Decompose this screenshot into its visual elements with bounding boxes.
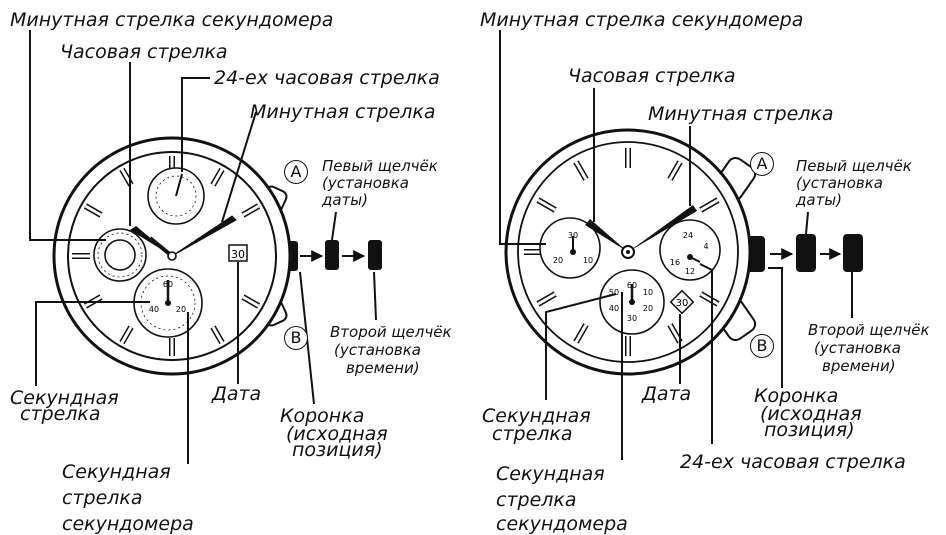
right-label-chrono-second-3: секундомера <box>496 514 628 534</box>
right-subdial-right-num-24: 24 <box>683 231 693 240</box>
left-label-chrono-second-2: стрелка <box>62 488 143 508</box>
right-subdial-right-num-4: 4 <box>703 242 708 251</box>
right-label-second-hand-2: стрелка <box>492 424 573 444</box>
left-label-chrono-minute: Минутная стрелка секундомера <box>10 10 333 30</box>
left-label-second-hand-2: стрелка <box>20 404 101 424</box>
right-label-chrono-second-1: Секундная <box>496 464 605 484</box>
right-label-second-click-sub2: времени) <box>822 358 896 375</box>
right-leader-first-click <box>806 212 808 234</box>
right-label-chrono-second-2: стрелка <box>496 490 577 510</box>
left-label-date: Дата <box>212 384 261 404</box>
right-label-first-click-sub2: даты) <box>796 192 842 209</box>
right-label-first-click: Певый щелчёк <box>796 158 912 175</box>
left-leader-second-click <box>374 272 376 320</box>
right-label-24h-hand: 24-ех часовая стрелка <box>680 452 906 472</box>
right-subdial-left-num-10: 10 <box>583 256 593 265</box>
left-label-chrono-second-3: секундомера <box>62 514 194 534</box>
left-button-b-badge: B <box>284 326 308 350</box>
left-crown-pos1 <box>325 240 339 270</box>
left-subdial-num-40: 40 <box>149 305 159 314</box>
right-leader-crown <box>768 268 782 388</box>
left-button-a-badge: A <box>284 160 308 184</box>
left-date-value: 30 <box>231 248 245 261</box>
left-label-second-click: Второй щелчёк <box>330 324 452 341</box>
right-subdial-bottom-num-20: 20 <box>643 304 653 313</box>
right-button-a-badge: A <box>750 152 774 176</box>
right-button-b-badge: B <box>750 334 774 358</box>
right-label-crown-3: позиция) <box>764 420 855 440</box>
right-subdial-bottom-num-10: 10 <box>643 288 653 297</box>
left-label-first-click: Певый щелчёк <box>322 158 438 175</box>
left-label-24h-hand: 24-ех часовая стрелка <box>214 68 440 88</box>
right-label-minute-hand: Минутная стрелка <box>648 104 834 124</box>
left-leader-first-click <box>332 212 336 240</box>
right-date-value: 30 <box>676 298 689 309</box>
left-crown-pos2 <box>368 240 382 270</box>
right-subdial-right-num-12: 12 <box>685 267 695 276</box>
left-label-first-click-sub1: (установка <box>322 175 409 192</box>
left-label-first-click-sub2: даты) <box>322 192 368 209</box>
right-subdial-left-num-20: 20 <box>553 256 563 265</box>
left-label-second-click-sub1: (установка <box>334 342 421 359</box>
left-subdial-num-20: 20 <box>176 305 186 314</box>
right-crown-pos2 <box>843 234 863 272</box>
left-label-second-click-sub2: времени) <box>346 360 420 377</box>
right-label-chrono-minute: Минутная стрелка секундомера <box>480 10 803 30</box>
right-crown-pos1 <box>796 234 816 272</box>
right-label-date: Дата <box>642 384 691 404</box>
left-label-chrono-second-1: Секундная <box>62 462 171 482</box>
left-label-crown-3: позиция) <box>292 440 383 460</box>
left-label-minute-hand: Минутная стрелка <box>250 102 436 122</box>
right-label-hour-hand: Часовая стрелка <box>568 66 736 86</box>
right-label-second-click: Второй щелчёк <box>808 322 930 339</box>
left-label-hour-hand: Часовая стрелка <box>60 42 228 62</box>
right-subdial-bottom-num-40: 40 <box>609 304 619 313</box>
right-subdial-bottom-num-30: 30 <box>627 314 637 323</box>
right-label-second-click-sub1: (установка <box>814 340 901 357</box>
right-label-first-click-sub1: (установка <box>796 175 883 192</box>
right-subdial-right-num-16: 16 <box>670 258 680 267</box>
